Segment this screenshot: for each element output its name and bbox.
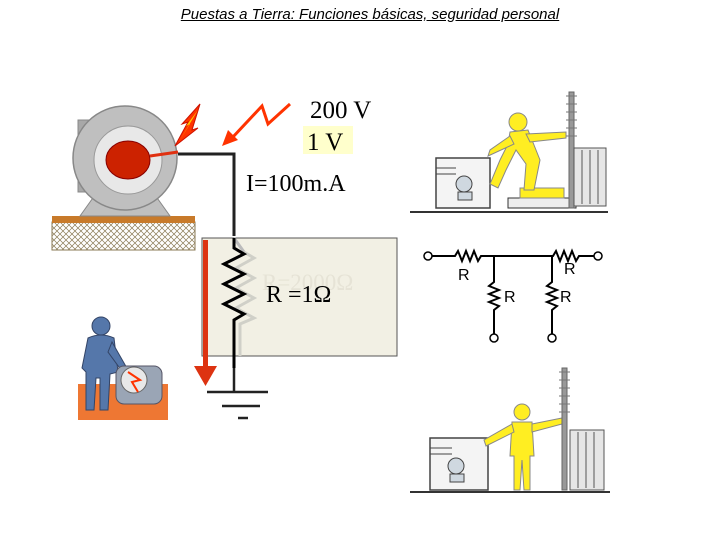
equivalent-circuit (423, 248, 603, 343)
ground-symbol-icon (207, 368, 268, 420)
touch-voltage-label: 1 V (307, 129, 343, 156)
faded-lead (232, 237, 246, 253)
vertical-resistor-left (486, 256, 502, 334)
resistor-label-vertical-right: R (560, 289, 572, 306)
insulating-platform (507, 197, 577, 209)
motor-illustration (51, 105, 196, 251)
fault-lead (149, 150, 179, 158)
touch-voltage-highlight (303, 126, 353, 154)
faded-resistance-label: R=2000Ω (262, 270, 353, 295)
terminal-bottom-right (547, 333, 557, 343)
ground-conductor (178, 152, 236, 236)
terminal-left (423, 251, 433, 261)
resistor-label-vertical-left: R (504, 289, 516, 306)
person-body-bottom (509, 421, 535, 491)
vertical-resistor-right (544, 256, 560, 334)
ground-resistor-symbol (220, 238, 248, 368)
motor-base-plate (52, 216, 195, 223)
pipe-vertical-bottom (561, 367, 568, 491)
lightning-bolt-icon (222, 102, 292, 146)
person-body-top (489, 129, 541, 191)
terminal-right (593, 251, 603, 261)
resistor-label-top-right: R (564, 261, 576, 278)
foundation-block (51, 221, 196, 251)
radiator-bottom (569, 429, 605, 491)
top-rail (432, 248, 594, 264)
worker-illustration (78, 316, 168, 420)
terminal-bottom-left (489, 333, 499, 343)
touch-scene-top (410, 91, 608, 213)
fault-voltage-label: 200 V (310, 97, 371, 124)
motor-core (105, 140, 151, 180)
person-feet-base (519, 187, 565, 199)
worker-head (91, 316, 111, 336)
ground-resistance-label: R =1Ω (266, 282, 331, 308)
fault-spark-icon (174, 103, 201, 147)
resistor-label-top-left: R (458, 267, 470, 284)
current-arrow-icon (194, 240, 217, 386)
slide-title: Puestas a Tierra: Funciones básicas, seg… (180, 6, 560, 23)
current-label: I=100m.A (246, 171, 346, 197)
pipe-vertical (568, 91, 575, 209)
touch-scene-bottom (410, 367, 610, 493)
